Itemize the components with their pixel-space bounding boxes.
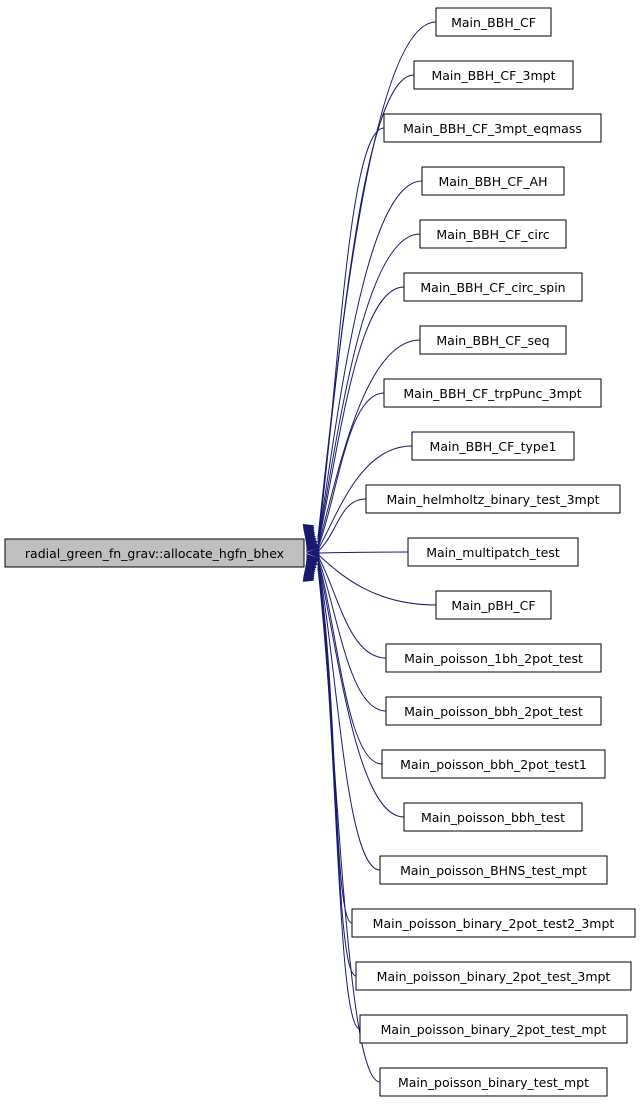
caller-node-box xyxy=(383,378,602,408)
caller-node[interactable]: Main_helmholtz_binary_test_3mpt xyxy=(365,484,621,514)
caller-node-box xyxy=(383,113,602,143)
caller-node-box xyxy=(385,643,602,673)
call-edge xyxy=(317,498,367,552)
caller-nodes: Main_BBH_CF Main_BBH_CF_3mptMain_BBH_CF_3… xyxy=(351,7,636,1097)
caller-node-label: Main_poisson_1bh_2pot_test xyxy=(404,651,583,666)
caller-node[interactable]: Main_BBH_CF xyxy=(435,7,552,37)
arrowhead-icon xyxy=(302,567,315,582)
caller-node-box xyxy=(421,166,565,196)
caller-node[interactable]: Main_BBH_CF_type1 xyxy=(411,431,575,461)
caller-node-box xyxy=(379,855,608,885)
call-edge xyxy=(317,560,405,818)
caller-node-box xyxy=(435,590,552,620)
caller-node-box xyxy=(435,7,552,37)
caller-node-box xyxy=(359,1014,628,1044)
caller-node[interactable]: Main_BBH_CF_3mpt xyxy=(413,60,574,90)
caller-node[interactable]: Main_BBH_CF_3mpt_eqmass xyxy=(383,113,602,143)
caller-node-label: Main_poisson_bbh_test xyxy=(421,810,565,825)
caller-node-label: Main_BBH_CF_circ_spin xyxy=(420,280,565,295)
call-edge xyxy=(317,559,383,765)
call-edge xyxy=(317,565,357,977)
target-node-label: radial_green_fn_grav::allocate_hgfn_bhex xyxy=(25,546,284,561)
caller-node-label: Main_poisson_BHNS_test_mpt xyxy=(400,863,587,878)
call-edge xyxy=(317,557,387,712)
call-edge xyxy=(317,554,437,606)
caller-node-label: Main_poisson_bbh_2pot_test1 xyxy=(400,757,587,772)
call-edge xyxy=(317,555,387,659)
call-edge xyxy=(317,180,423,542)
caller-node[interactable]: Main_poisson_binary_2pot_test2_3mpt xyxy=(351,908,636,938)
caller-node-label: Main_poisson_binary_2pot_test2_3mpt xyxy=(373,916,615,931)
caller-node[interactable]: Main_poisson_bbh_2pot_test xyxy=(385,696,602,726)
caller-node-label: Main_BBH_CF_type1 xyxy=(430,439,557,454)
caller-node[interactable]: Main_poisson_bbh_test xyxy=(403,802,583,832)
caller-node-box xyxy=(385,696,602,726)
caller-node[interactable]: Main_multipatch_test xyxy=(407,537,579,567)
call-edge xyxy=(317,127,385,541)
caller-node[interactable]: Main_poisson_1bh_2pot_test xyxy=(385,643,602,673)
caller-node-label: Main_BBH_CF_3mpt_eqmass xyxy=(403,121,582,136)
caller-node-box xyxy=(355,961,632,991)
arrowhead-icon xyxy=(305,547,320,559)
target-node-box xyxy=(4,538,305,568)
caller-node[interactable]: Main_poisson_bbh_2pot_test1 xyxy=(381,749,606,779)
caller-node[interactable]: Main_BBH_CF_trpPunc_3mpt xyxy=(383,378,602,408)
caller-node-label: Main_BBH_CF_circ xyxy=(436,227,549,242)
caller-node-box xyxy=(365,484,621,514)
caller-node-box xyxy=(403,802,583,832)
caller-node-box xyxy=(403,272,583,302)
caller-node-label: Main_poisson_binary_2pot_test_mpt xyxy=(381,1022,607,1037)
caller-node[interactable]: Main_BBH_CF_circ xyxy=(419,219,567,249)
caller-node[interactable]: Main_poisson_binary_2pot_test_3mpt xyxy=(355,961,632,991)
caller-node-box xyxy=(381,749,606,779)
caller-node[interactable]: Main_poisson_BHNS_test_mpt xyxy=(379,855,608,885)
call-edges xyxy=(302,21,437,1083)
caller-node-box xyxy=(419,325,567,355)
caller-node-label: Main_BBH_CF_trpPunc_3mpt xyxy=(403,386,581,401)
caller-node-label: Main_poisson_binary_2pot_test_3mpt xyxy=(377,969,611,984)
caller-node-label: Main_multipatch_test xyxy=(426,545,560,560)
call-edge xyxy=(317,21,437,538)
call-edge xyxy=(317,568,381,1083)
caller-node-box xyxy=(351,908,636,938)
caller-node-box xyxy=(411,431,575,461)
call-edge xyxy=(317,286,405,546)
caller-node[interactable]: Main_poisson_binary_2pot_test_mpt xyxy=(359,1014,628,1044)
caller-node-box xyxy=(407,537,579,567)
arrowhead-icon xyxy=(306,538,321,553)
caller-node-label: Main_BBH_CF_AH xyxy=(438,174,547,189)
caller-node[interactable]: Main_pBH_CF xyxy=(435,590,552,620)
call-edge xyxy=(317,233,421,544)
call-edge xyxy=(317,339,421,547)
caller-node-label: Main_poisson_bbh_2pot_test xyxy=(404,704,583,719)
target-node[interactable]: radial_green_fn_grav::allocate_hgfn_bhex xyxy=(4,538,305,568)
caller-node[interactable]: Main_BBH_CF_seq xyxy=(419,325,567,355)
caller-node[interactable]: Main_poisson_binary_test_mpt xyxy=(379,1067,608,1097)
caller-node[interactable]: Main_BBH_CF_circ_spin xyxy=(403,272,583,302)
caller-node-box xyxy=(379,1067,608,1097)
caller-node-label: Main_helmholtz_binary_test_3mpt xyxy=(386,492,599,507)
caller-node[interactable]: Main_BBH_CF_AH xyxy=(421,166,565,196)
caller-node-label: Main_poisson_binary_test_mpt xyxy=(398,1075,589,1090)
caller-node-label: Main_pBH_CF xyxy=(451,598,535,613)
call-edge xyxy=(317,445,413,551)
call-edge xyxy=(317,392,385,549)
call-edge xyxy=(317,551,409,554)
caller-node-label: Main_BBH_CF xyxy=(451,15,536,30)
caller-node-label: Main_BBH_CF_3mpt xyxy=(431,68,555,83)
caller-node-box xyxy=(419,219,567,249)
call-edge xyxy=(317,562,381,871)
caller-node-box xyxy=(413,60,574,90)
caller-node-label: Main_BBH_CF_seq xyxy=(436,333,549,348)
